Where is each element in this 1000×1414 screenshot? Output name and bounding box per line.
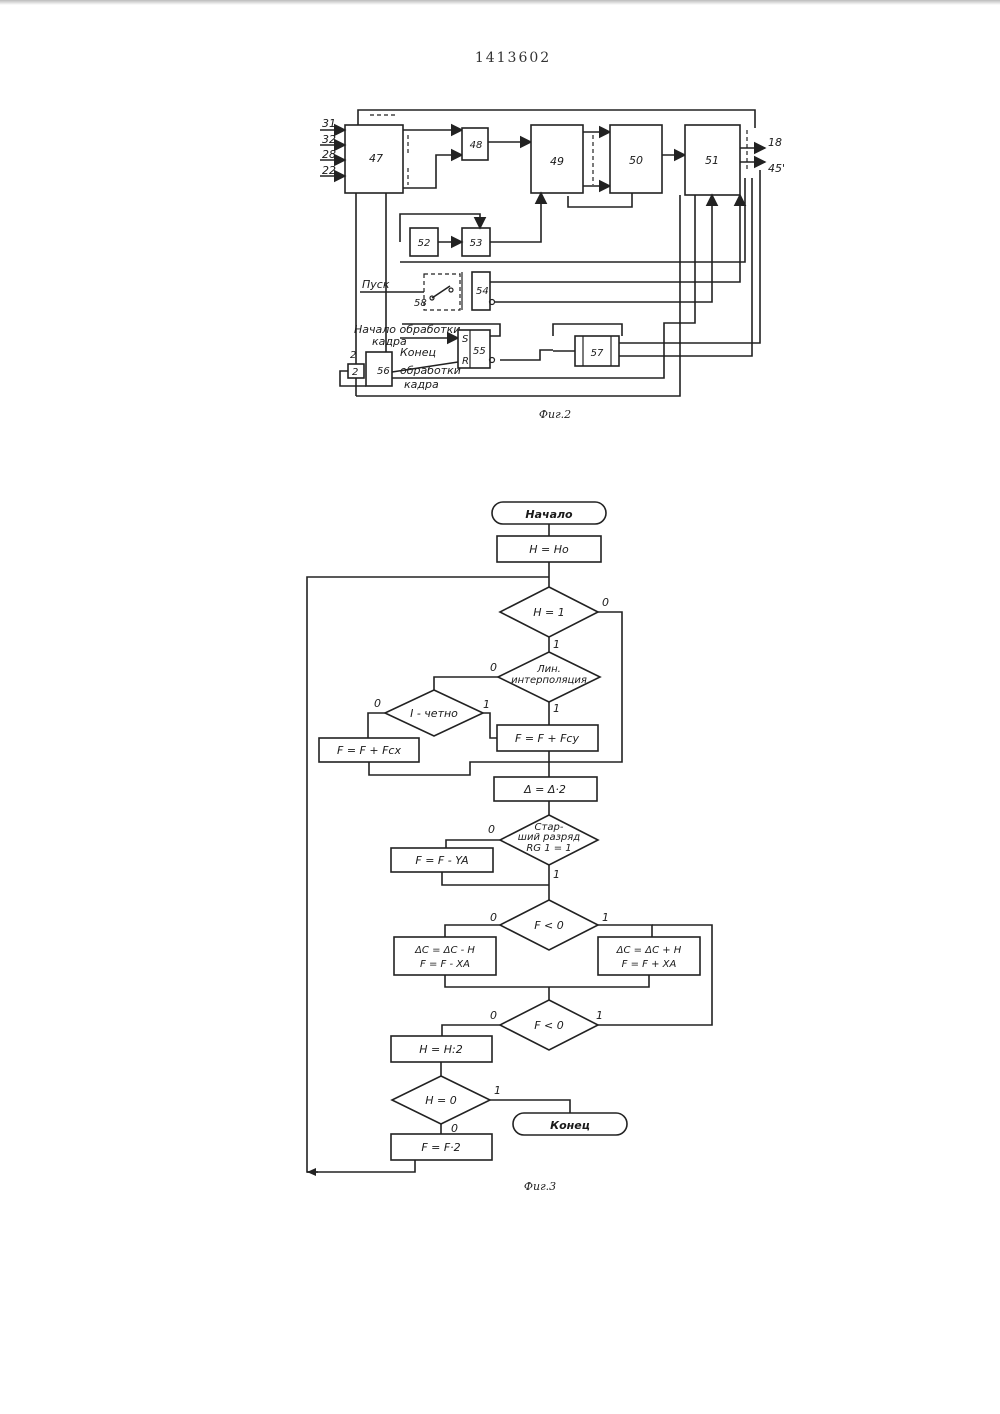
block-56-label: 56 [377,366,390,377]
output-45: 45' [768,162,785,175]
block-55-s: S [462,334,469,345]
input-28: 28 [322,148,336,161]
process-f-plus-fcx-label: F = F + Fcx [337,744,401,757]
end-processing-line1: Конец [400,346,436,359]
fig3-caption: Фиг.3 [524,1180,556,1193]
line-57-top [553,324,622,336]
decision-linear-interp-line1: Лин. [536,664,561,675]
d7-branch-0: 0 [451,1122,458,1135]
flow-p5-merge [442,872,549,885]
decision-linear-interp-line2: интерполяция [511,675,587,686]
d3-branch-1: 1 [483,698,490,711]
line-54-51-a [490,195,740,282]
block-55-r: R [462,356,469,367]
decision-h-eq-1-label: H = 1 [533,606,564,619]
decision-msb-line2: ший разряд [518,832,580,843]
d4-branch-0: 0 [488,823,495,836]
block-51-label: 51 [705,154,719,167]
process-h-init-label: H = Ho [529,543,569,556]
d5-branch-0: 0 [490,911,497,924]
block-54-label: 54 [476,286,489,297]
process-dc-plus-h-line2: F = F + XA [622,959,677,970]
input-22: 22 [322,164,336,177]
line-57-51-a [619,170,760,343]
block-47-label: 47 [369,152,383,165]
process-f-minus-ya-label: F = F - YA [415,854,468,867]
decision-msb-line3: RG 1 = 1 [526,843,571,854]
patent-number: 1413602 [475,50,551,66]
d2-branch-1: 1 [553,702,560,715]
d6-branch-0: 0 [490,1009,497,1022]
decision-f-negative-2-label: F < 0 [534,1019,564,1032]
process-dc-plus-h-line1: ΔC = ΔC + H [616,945,682,956]
flow-d3-p3 [483,713,497,738]
flow-d2-d3 [434,677,498,690]
block-52-label: 52 [418,238,431,249]
block-50-label: 50 [629,154,643,167]
fig2-caption: Фиг.2 [539,408,571,421]
process-f-plus-fcy-label: F = F + Fcy [515,732,579,745]
flow-d4-p5 [446,840,500,848]
flow-p2-merge [369,762,549,775]
process-delta-double-label: Δ = Δ·2 [523,783,566,796]
flow-d6-p8 [442,1025,500,1036]
flow-d3-p2 [368,713,385,738]
d1-branch-1: 1 [553,638,560,651]
input-32: 32 [322,133,336,146]
flow-d7-end [490,1100,570,1113]
block-49-label: 49 [550,155,564,168]
fig3-flowchart: Начало H = Ho H = 1 0 1 Лин. интерполяци… [307,502,712,1193]
flow-d5-p6 [445,925,500,937]
decision-h-zero-label: H = 0 [425,1094,456,1107]
line-47-48-b [403,155,462,188]
switch-58-pin-b [449,288,453,292]
block-58-label: 58 [414,298,427,309]
decision-i-even-label: I - четно [410,707,458,720]
flow-p6-p7-merge [445,975,649,987]
switch-58-contact [432,286,450,298]
line-57-51-b [619,178,752,356]
line-55-57 [500,350,553,360]
input-2-box: 2 [352,367,358,378]
process-dc-minus-h-line2: F = F - XA [420,959,470,970]
block-48-label: 48 [470,140,483,151]
line-53-49 [490,193,541,242]
d4-branch-1: 1 [553,868,560,881]
d7-branch-1: 1 [494,1084,501,1097]
d1-branch-0: 0 [602,596,609,609]
fig2-block-diagram: 47 31 32 28 22 48 49 50 51 [320,110,785,421]
decision-f-negative-1-label: F < 0 [534,919,564,932]
d6-branch-1: 1 [596,1009,603,1022]
block-53-label: 53 [470,238,483,249]
d5-branch-1: 1 [602,911,609,924]
line-50-49-feedback [568,193,632,207]
block-55-label: 55 [473,346,486,357]
process-f-double-label: F = F·2 [421,1141,460,1154]
loop-arrow-head [307,1168,316,1176]
input-31: 31 [322,117,336,130]
start-processing-line1: Начало обработки [354,323,460,336]
block-57-label: 57 [591,348,604,359]
terminator-start-label: Начало [525,508,573,521]
d3-branch-0: 0 [374,697,381,710]
end-processing-line3: кадра [404,378,439,391]
output-18: 18 [768,136,782,149]
process-dc-minus-h-line1: ΔC = ΔC - H [414,945,475,956]
terminator-end-label: Конец [550,1119,590,1132]
input-2-label: 2 [350,350,356,361]
process-h-half-label: H = H:2 [419,1043,462,1056]
d2-branch-0: 0 [490,661,497,674]
flow-d5-p7 [598,925,652,937]
